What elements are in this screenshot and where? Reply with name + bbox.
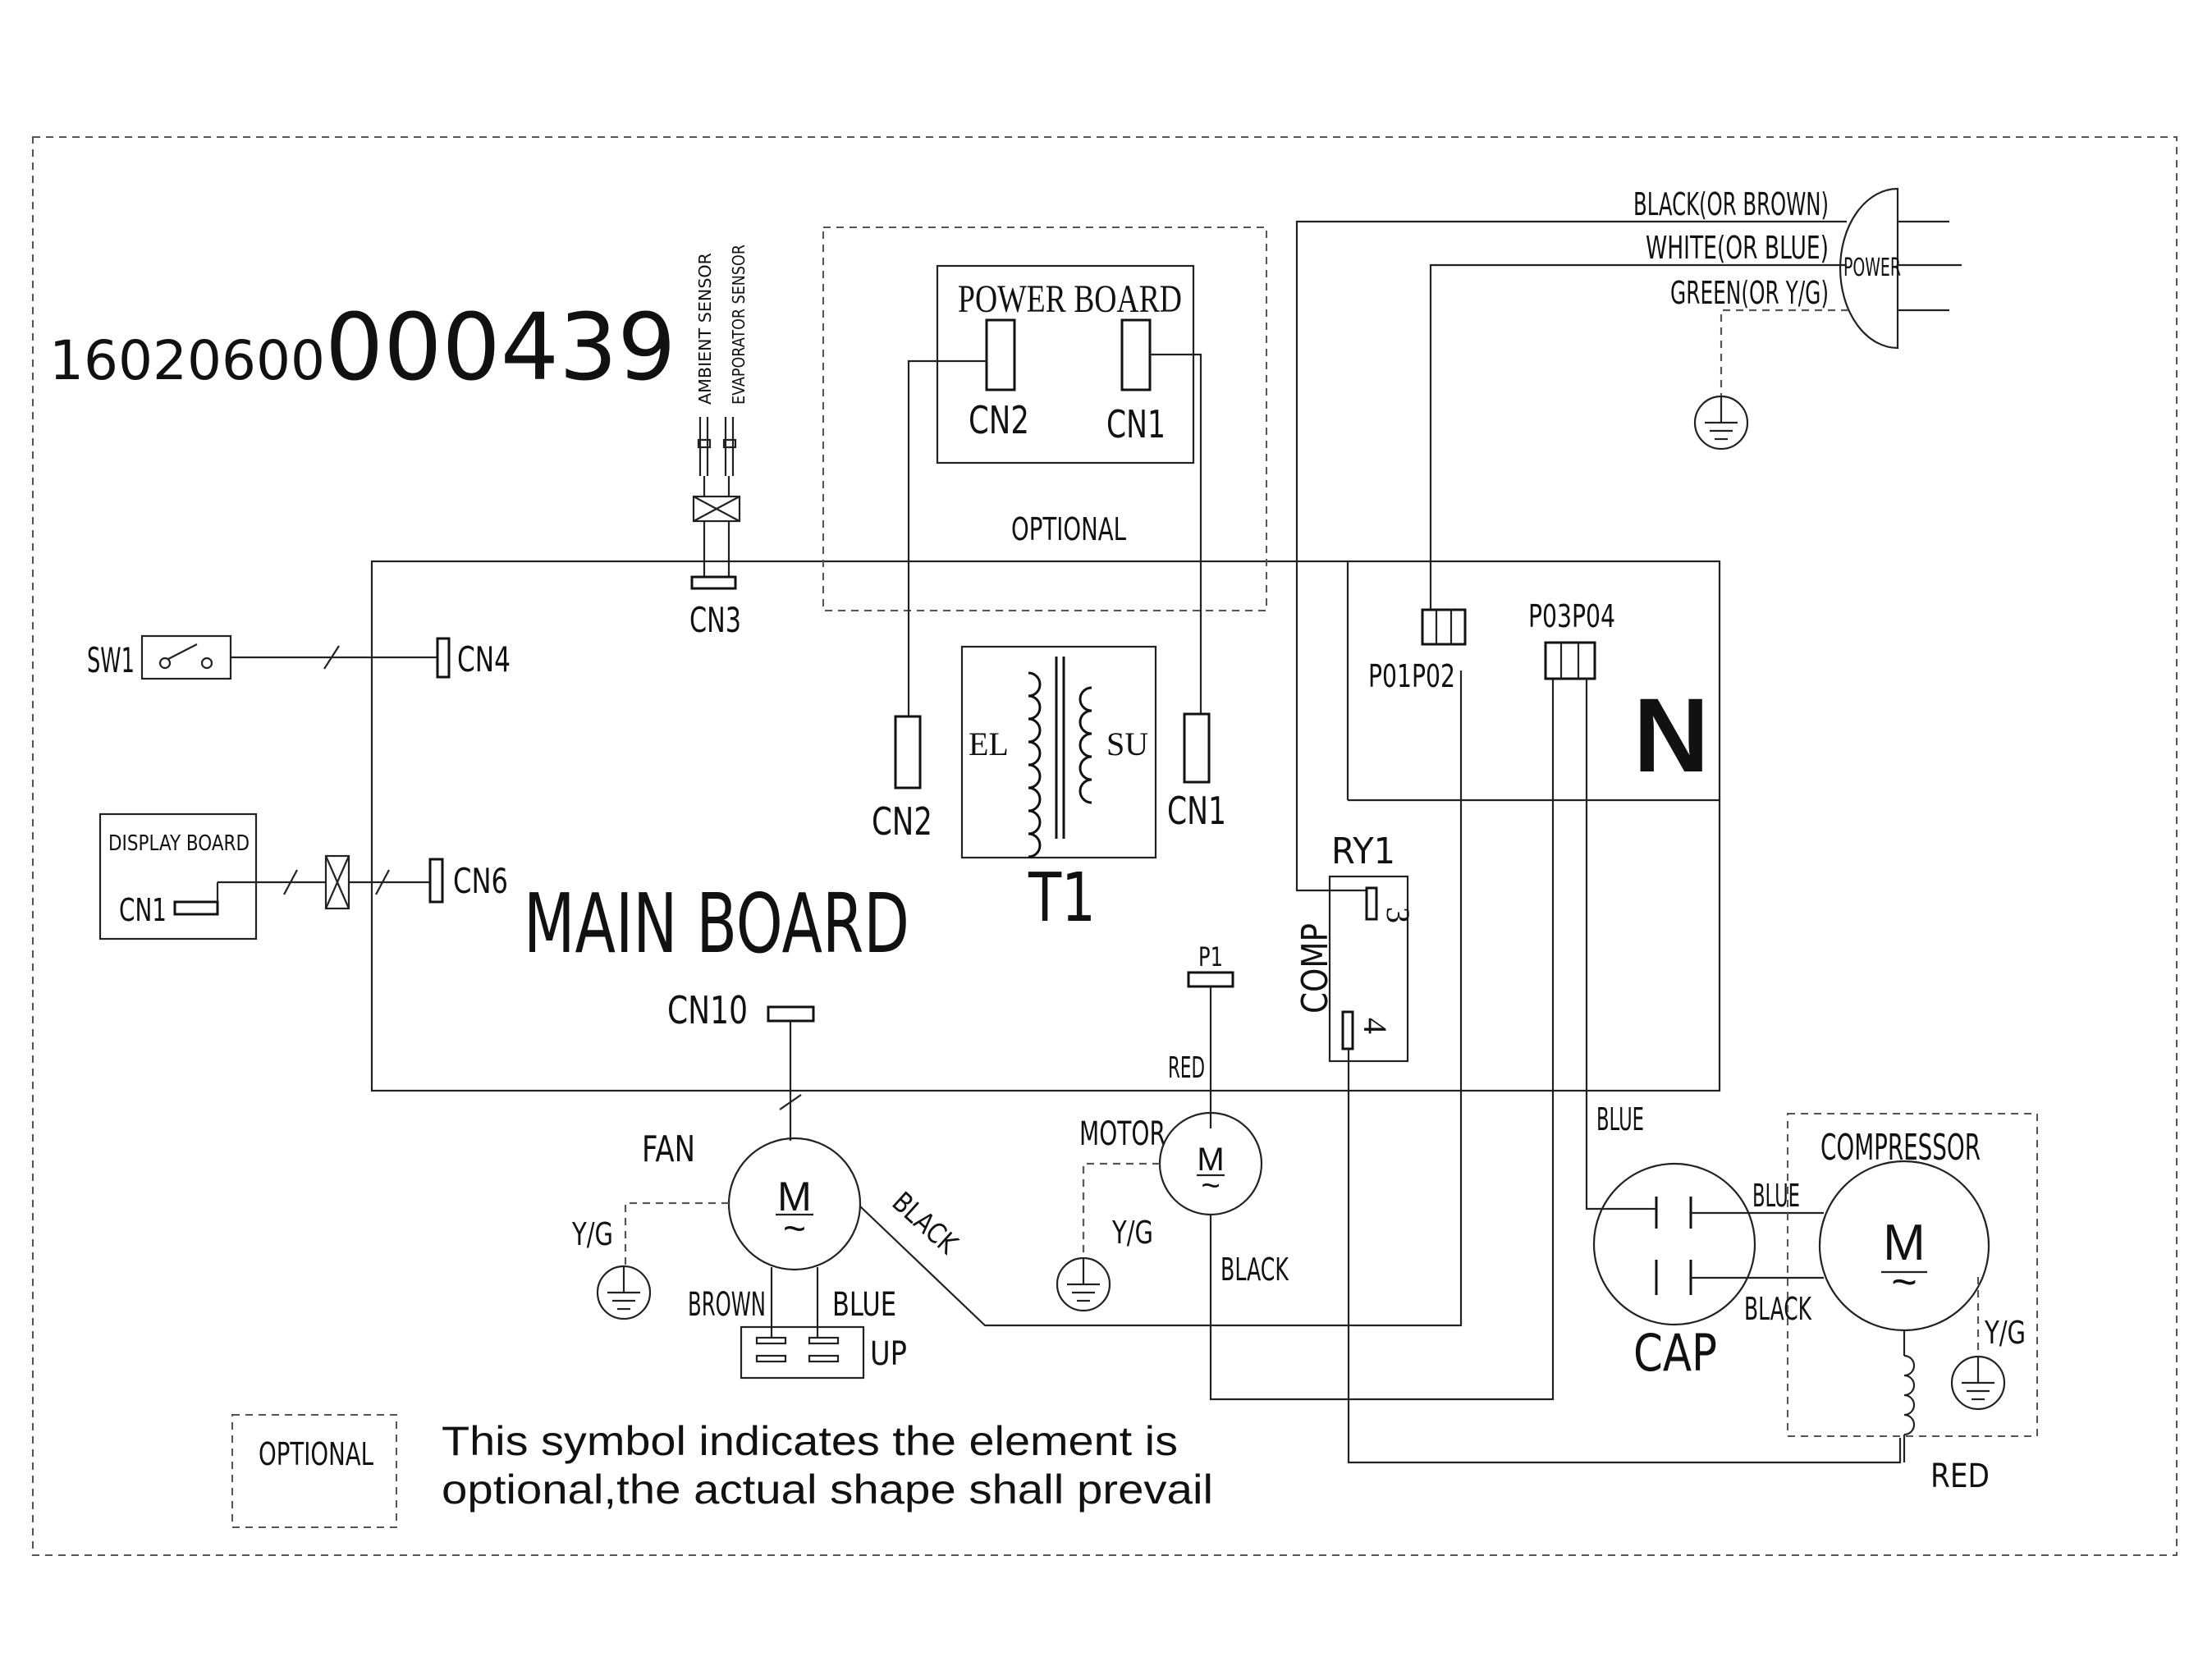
compressor-overload-coil: [1903, 1354, 1916, 1436]
fan-black-label: BLACK: [886, 1186, 964, 1261]
legend-text-line2: optional,the actual shape shall prevail: [442, 1467, 1213, 1513]
power-plug: [1839, 187, 1899, 350]
black-or-brown-label: BLACK(OR BROWN): [1633, 186, 1829, 222]
ry1-pin4-terminal: [1341, 1010, 1354, 1050]
legend-text-line1: This symbol indicates the element is: [442, 1418, 1178, 1464]
optional-label: OPTIONAL: [1011, 511, 1126, 547]
coil-su-label: SU: [1106, 725, 1148, 762]
cn4-connector: [436, 637, 451, 679]
ry1-pin3-terminal: [1365, 886, 1378, 921]
power-board-cn1-label: CN1: [1106, 402, 1166, 446]
legend-optional-box: [231, 1414, 397, 1528]
cn1-connector: [1183, 712, 1211, 784]
compressor-label: COMPRESSOR: [1820, 1127, 1981, 1169]
p1-connector: [1187, 971, 1234, 988]
swing-motor-m: M: [1197, 1142, 1224, 1178]
cn2-connector: [894, 715, 922, 789]
cn6-connector: [428, 858, 444, 904]
fan-brown-label: BROWN: [688, 1286, 766, 1324]
display-board: [98, 812, 258, 940]
comp-relay-label: COMP: [1294, 923, 1336, 1014]
fan-yg-label: Y/G: [571, 1216, 613, 1252]
cn4-label: CN4: [457, 639, 511, 680]
outer-frame: [32, 136, 2178, 1556]
sw1-switch: [140, 634, 232, 680]
cn10-connector: [767, 1005, 815, 1023]
compressor-ground-icon: [1950, 1355, 2006, 1411]
neutral-label: N: [1633, 677, 1709, 794]
p1-label: P1: [1198, 941, 1223, 973]
power-label: POWER: [1843, 254, 1901, 282]
ry1-label: RY1: [1331, 831, 1395, 872]
ry1-pin4-label: 4: [1357, 1018, 1394, 1034]
fan-speed-terminal: [740, 1325, 865, 1380]
fan-motor-m: M: [777, 1174, 812, 1220]
comp-black-label: BLACK: [1744, 1291, 1812, 1327]
display-cn1-connector: [173, 900, 219, 916]
cap-label: CAP: [1633, 1323, 1717, 1383]
fan-label: FAN: [642, 1128, 695, 1170]
p03p04-label: P03P04: [1528, 598, 1615, 634]
cn1-label: CN1: [1167, 789, 1226, 833]
ry1-pin3-label: 3: [1380, 907, 1417, 923]
sensor-connector: [692, 495, 741, 523]
comp-blue-label: BLUE: [1752, 1178, 1800, 1214]
motor-yg-label: Y/G: [1111, 1215, 1153, 1251]
fan-up-label: UP: [870, 1335, 907, 1373]
document-code-prefix: 16020600: [49, 329, 325, 392]
sw1-label: SW1: [87, 640, 135, 680]
cn2-label: CN2: [872, 799, 932, 844]
cap-blue-wire-label: BLUE: [1596, 1101, 1644, 1137]
capacitor-terminals: [1648, 1197, 1692, 1295]
evaporator-sensor-label: EVAPORATOR SENSOR: [729, 245, 749, 405]
power-board-label: POWER BOARD: [958, 277, 1182, 321]
transformer-coils: [1028, 657, 1092, 858]
display-board-label: DISPLAY BOARD: [108, 831, 250, 856]
p1-red-label: RED: [1168, 1051, 1205, 1085]
swing-motor-tilde: ~: [1201, 1168, 1220, 1204]
motor-black-label: BLACK: [1220, 1252, 1289, 1288]
document-code-suffix: 000439: [325, 295, 676, 401]
compressor-motor-m: M: [1883, 1215, 1926, 1271]
document-code: 16020600000439: [49, 295, 676, 401]
white-or-blue-label: WHITE(OR BLUE): [1646, 230, 1829, 266]
fan-ground-icon: [596, 1265, 652, 1320]
compressor-yg-label: Y/G: [1984, 1315, 2026, 1351]
cn6-label: CN6: [453, 861, 508, 901]
power-ground-icon: [1693, 395, 1749, 451]
compressor-optional-region: [1787, 1113, 2038, 1437]
motor-ground-icon: [1056, 1256, 1111, 1312]
cn3-connector: [690, 575, 737, 590]
cn3-label: CN3: [689, 600, 741, 640]
power-board-cn1-connector: [1120, 318, 1152, 391]
coil-el-label: EL: [969, 725, 1009, 762]
ambient-sensor-label: AMBIENT SENSOR: [695, 253, 715, 405]
motor-label: MOTOR: [1079, 1115, 1166, 1153]
fan-blue-label: BLUE: [832, 1286, 896, 1324]
sensor-probes: [697, 417, 737, 476]
p01p02-label: P01P02: [1368, 658, 1455, 694]
compressor-red-label: RED: [1930, 1458, 1990, 1495]
p03p04-connector: [1544, 641, 1596, 680]
compressor-motor-tilde: ~: [1891, 1257, 1917, 1307]
capacitor: [1592, 1162, 1756, 1326]
display-connector: [324, 854, 350, 910]
green-or-yg-label: GREEN(OR Y/G): [1670, 275, 1829, 311]
ry1-relay: [1328, 875, 1409, 1063]
main-board-label: MAIN BOARD: [524, 876, 909, 972]
power-board-cn2-connector: [985, 318, 1016, 391]
power-board-cn2-label: CN2: [969, 398, 1029, 442]
transformer-t1: [960, 645, 1157, 859]
optional-region: [822, 227, 1267, 611]
transformer-label: T1: [1028, 859, 1096, 937]
cn10-label: CN10: [667, 988, 748, 1032]
main-board: [370, 560, 1721, 1092]
display-board-cn1-label: CN1: [119, 892, 167, 928]
p01p02-connector: [1421, 608, 1467, 646]
legend-optional-label: OPTIONAL: [259, 1436, 373, 1472]
power-board: [936, 264, 1195, 465]
